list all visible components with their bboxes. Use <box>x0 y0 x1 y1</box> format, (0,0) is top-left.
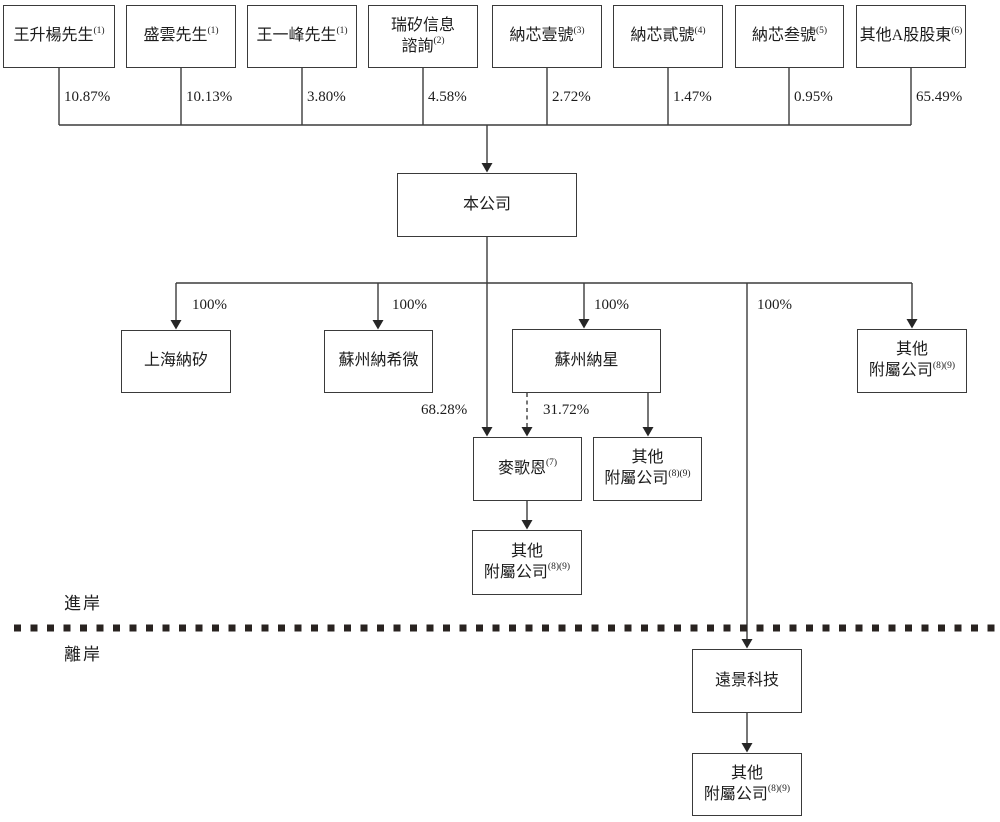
node-wang-shengyang: 王升楊先生(1) <box>3 5 115 68</box>
node-label: 蘇州納希微 <box>338 352 419 370</box>
percentage-label: 1.47% <box>673 89 712 105</box>
node-label: 納芯貳號(4) <box>630 25 706 45</box>
node-label: 盛雲先生(1) <box>143 25 219 45</box>
footnote-ref: (8)(9) <box>767 784 791 795</box>
percentage-label: 10.13% <box>186 89 233 105</box>
footnote-ref: (1) <box>93 25 105 36</box>
percentage-label: 100% <box>757 297 792 313</box>
node-label: 其他A股股東(6) <box>859 25 963 45</box>
percentage-label: 65.49% <box>916 89 963 105</box>
node-naxin-no1: 納芯壹號(3) <box>492 5 602 68</box>
node-label: 麥歌恩(7) <box>497 458 558 477</box>
node-ruixi-info-consulting: 瑞矽信息諮詢(2) <box>368 5 478 68</box>
footnote-ref: (7) <box>545 458 558 469</box>
node-other-subsidiaries-of-magtron: 其他附屬公司(8)(9) <box>472 530 582 595</box>
node-company: 本公司 <box>397 173 577 237</box>
node-sheng-yun: 盛雲先生(1) <box>126 5 236 68</box>
percentage-label: 31.72% <box>543 402 590 418</box>
node-wang-yifeng: 王一峰先生(1) <box>247 5 357 68</box>
node-label: 瑞矽信息諮詢(2) <box>390 16 455 55</box>
percentage-label: 4.58% <box>428 89 467 105</box>
footnote-ref: (4) <box>694 25 706 36</box>
node-label: 蘇州納星 <box>554 351 619 369</box>
footnote-ref: (1) <box>207 25 219 36</box>
node-naxin-no2: 納芯貳號(4) <box>613 5 723 68</box>
node-label: 納芯壹號(3) <box>509 25 585 45</box>
percentage-label: 2.72% <box>552 89 591 105</box>
footnote-ref: (8)(9) <box>547 562 571 573</box>
node-yuanjing-tech: 遠景科技 <box>692 649 802 713</box>
node-other-a-share-holders: 其他A股股東(6) <box>856 5 966 68</box>
node-label: 王升楊先生(1) <box>13 25 105 45</box>
footnote-ref: (8)(9) <box>932 360 956 371</box>
footnote-ref: (5) <box>815 25 828 36</box>
node-magtron: 麥歌恩(7) <box>473 437 582 501</box>
percentage-label: 100% <box>192 297 227 313</box>
node-label: 遠景科技 <box>714 671 779 689</box>
percentage-label: 100% <box>392 297 427 313</box>
node-other-subsidiaries-offshore: 其他附屬公司(8)(9) <box>692 753 802 816</box>
percentage-label: 3.80% <box>307 89 346 105</box>
footnote-ref: (1) <box>336 25 348 36</box>
solid-connectors <box>58 68 913 744</box>
footnote-ref: (2) <box>433 36 445 47</box>
percentage-label: 68.28% <box>421 402 468 418</box>
node-label: 其他附屬公司(8)(9) <box>483 542 571 581</box>
node-label: 本公司 <box>462 195 511 213</box>
node-label: 上海納矽 <box>143 352 208 370</box>
node-label: 其他附屬公司(8)(9) <box>868 341 956 379</box>
percentage-label: 10.87% <box>64 89 111 105</box>
node-other-subsidiaries-right: 其他附屬公司(8)(9) <box>857 329 967 393</box>
footnote-ref: (3) <box>573 25 585 36</box>
node-suzhou-naxing: 蘇州納星 <box>512 329 661 393</box>
node-label: 其他附屬公司(8)(9) <box>604 449 691 487</box>
node-label: 其他附屬公司(8)(9) <box>703 764 791 803</box>
node-label: 王一峰先生(1) <box>256 25 348 45</box>
percentage-label: 0.95% <box>794 89 833 105</box>
onshore-label: 進岸 <box>64 594 102 613</box>
footnote-ref: (8)(9) <box>668 468 691 479</box>
footnote-ref: (6) <box>951 25 963 36</box>
node-other-subsidiaries-of-suzhou-naxing: 其他附屬公司(8)(9) <box>593 437 702 501</box>
arrowheads <box>170 163 918 753</box>
node-naxin-no3: 納芯叁號(5) <box>735 5 844 68</box>
node-suzhou-naxiwei: 蘇州納希微 <box>324 330 433 393</box>
percentage-label: 100% <box>594 297 629 313</box>
node-label: 納芯叁號(5) <box>751 25 828 45</box>
offshore-label: 離岸 <box>64 645 102 664</box>
node-shanghai-naxi: 上海納矽 <box>121 330 231 393</box>
